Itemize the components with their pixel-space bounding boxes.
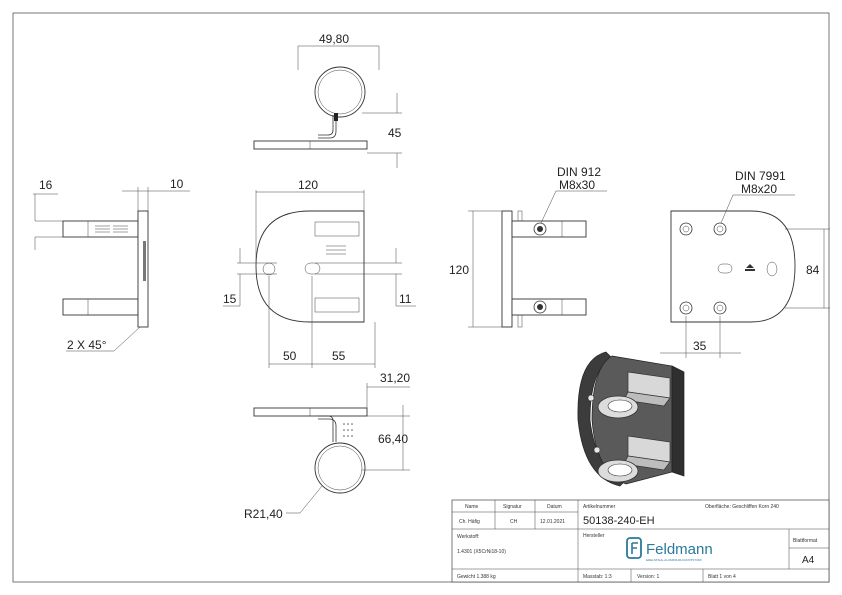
dim-front-55: 55 [332,349,346,363]
brand-name: Feldmann [646,541,713,558]
front-view: 120 15 11 50 55 [223,178,416,368]
tb-header-name: Name [465,504,479,510]
dim-back-35: 35 [693,339,707,353]
tb-scale: Masstab: 1:3 [583,574,612,580]
dim-front-50: 50 [283,349,297,363]
tb-surface: Oberfläche: Geschliffen Korn 240 [705,504,779,510]
dim-chamfer: 2 X 45° [67,338,107,352]
tb-sheet: Blatt 1 von 4 [708,574,736,580]
left-side-view: 16 10 2 X 45° [33,177,190,352]
din7991-size: M8x20 [741,182,777,196]
tb-version: Version: 1 [637,574,659,580]
din912-label: DIN 912 [557,165,601,179]
tb-format-label: Blattformat [793,538,818,544]
din7991-label: DIN 7991 [735,169,786,183]
right-side-view: 120 DIN 912 M8x30 [449,165,607,328]
tb-maker-label: Hersteller [583,533,605,539]
dim-back-84: 84 [806,263,820,277]
tb-material-label: Werkstoff: [457,534,479,540]
dim-top-height: 45 [388,126,402,140]
title-block: Name Signatur Datum Ch. Häfig CH 12.01.2… [451,499,830,583]
dim-side-16: 16 [39,178,53,192]
dim-right-120: 120 [449,263,469,277]
tb-drawn-by: Ch. Häfig [459,519,480,525]
dim-front-11: 11 [399,292,412,306]
tb-header-date: Datum [547,504,562,510]
dim-radius: R21,40 [244,507,283,521]
sheet-border [12,12,830,583]
tb-date: 12.01.2021 [540,519,565,525]
tb-signature: CH [510,519,518,525]
bottom-view: 31,20 66,40 R21,40 [244,371,410,521]
dim-top-width: 49,80 [319,32,349,46]
brand-tagline: EDELSTAHL-ALUMINIUM-KUNSTSTOFF [646,558,702,562]
din912-size: M8x30 [559,178,595,192]
dim-side-10: 10 [170,177,184,191]
back-view: 84 35 DIN 7991 M8x20 [660,169,830,358]
feldmann-logo: Feldmann EDELSTAHL-ALUMINIUM-KUNSTSTOFF [626,537,713,562]
tb-material-value: 1.4301 (X5CrNi18-10) [457,549,506,555]
tb-article-number: 50138-240-EH [583,515,655,527]
dim-bottom-31: 31,20 [380,371,410,385]
tb-article-label: Artikelnummer [583,504,616,510]
tb-weight: Gewicht 1.388 kg [457,574,496,580]
dim-front-width: 120 [298,178,318,192]
dim-bottom-66: 66,40 [378,432,408,446]
isometric-render [577,351,685,487]
top-view: 49,80 45 [253,32,402,168]
tb-format-value: A4 [802,555,815,566]
tb-header-signature: Signatur [503,504,522,510]
dim-front-15: 15 [223,292,237,306]
